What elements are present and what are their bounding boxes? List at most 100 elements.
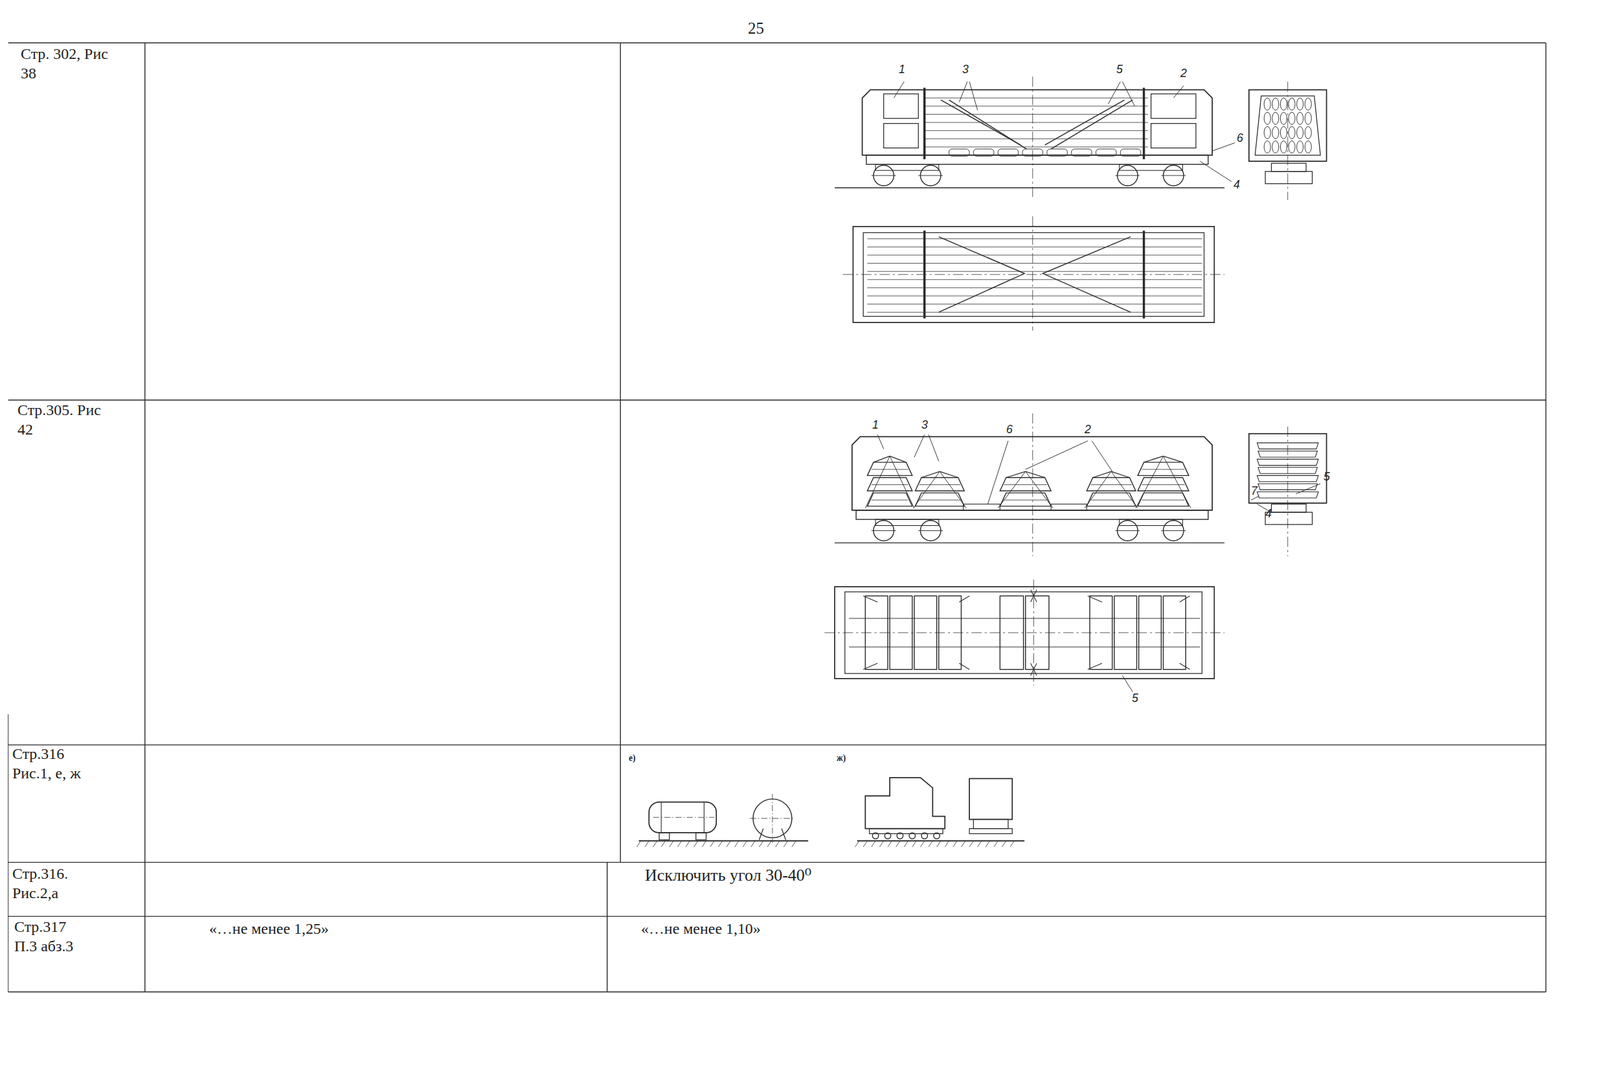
log-section [1304,97,1312,111]
tank-side [648,802,717,833]
cargo-log [923,130,1149,131]
ground-hatch [960,840,965,847]
leader-line [1199,161,1232,182]
table-cell-text: Стр.316. Рис.2,а [12,864,97,904]
log-section [1304,112,1312,125]
table-rule [8,915,1547,917]
log-section [1304,126,1312,139]
cargo-bundle [999,477,1051,491]
callout-number: 1 [898,62,906,77]
callout-number: 5 [1116,62,1123,77]
log-section [1263,112,1271,125]
wagon-body [862,90,1213,156]
ground-hatch [1010,840,1015,847]
wire-tie [1006,471,1026,478]
callout-number: 5 [1323,469,1330,484]
ground-hatch [1002,840,1007,847]
stake [1142,88,1145,160]
table-rule [8,42,1547,43]
wire-tie [940,99,1021,145]
wire-tie [1025,471,1046,478]
table-rule [8,861,1547,863]
machine-side [865,777,945,829]
bogie [1265,171,1312,184]
callout-number: 3 [921,417,928,432]
wheel-axle [871,175,897,177]
ground-hatch [718,840,722,847]
cargo-log [867,254,1203,256]
centre-line [1032,216,1033,331]
ground-hatch [701,840,706,847]
wire-tie [1163,455,1192,508]
ground-hatch [855,840,860,847]
table-rule [606,862,608,992]
cargo-bundle [871,499,909,501]
cargo-package [1151,123,1196,149]
log-section [1280,126,1287,139]
ground-hatch [863,840,868,847]
callout-number: 2 [1084,422,1092,437]
spacer-bar [963,503,1001,510]
callout-number: 6 [1006,422,1013,437]
centre-line [1032,76,1033,201]
centre-line [749,817,795,819]
table-rule [1545,42,1547,992]
ground-hatch [644,840,649,847]
log-section [1263,140,1271,153]
wire-tie [921,471,940,478]
ground-hatch [767,840,772,847]
callout-number: 7 [1250,483,1258,498]
log-section [1263,126,1271,139]
ground-hatch [677,840,682,847]
spacer [1120,148,1141,157]
log-section [1272,126,1279,139]
table-rule [619,42,621,862]
table-cell-text: Стр. 302, Рис 38 [20,44,109,84]
leader-line [969,81,978,111]
cargo-log [867,303,1203,305]
cargo-bundle [1137,477,1189,491]
wire-tie [949,99,1027,149]
centre-line [653,817,715,818]
cargo-log [867,262,1203,264]
saddle [696,832,707,840]
wagon-frame [866,155,1209,165]
ground-hatch [944,840,949,847]
wire-tie [1135,455,1164,508]
wire-tie [939,471,967,509]
ground-hatch [871,840,876,847]
callout-number: 6 [1236,130,1244,146]
leader-line [1107,81,1121,105]
centre-line [1287,81,1288,201]
leader-line [1122,81,1135,107]
table-rule [7,714,9,992]
machine-end [969,778,1013,820]
cargo-bundle [1141,499,1185,501]
cargo-log [923,138,1149,140]
wagon-plan [848,617,1200,619]
cargo-package [883,93,919,119]
leader-line [914,434,925,458]
spacer [1095,148,1117,157]
log-section [1280,97,1287,111]
log-section [1288,140,1296,153]
spacer [973,148,994,157]
log-section [1296,97,1304,111]
centre-line [1287,426,1288,557]
ground-hatch [977,840,982,847]
machine-track [869,828,943,834]
ground-hatch [912,840,917,847]
leader-line [987,440,1009,505]
ground-hatch [903,840,908,847]
saddle [659,832,670,840]
cargo-bundle [1137,492,1189,506]
table-cell-text: Стр.316 Рис.1, е, ж [12,744,97,784]
cargo-bundle [1091,484,1132,485]
track-roller [909,832,915,839]
cargo-log [923,122,1149,124]
ground-hatch [653,840,658,847]
bogie [875,164,939,171]
cargo-log [923,97,1149,99]
track-roller [933,832,940,839]
